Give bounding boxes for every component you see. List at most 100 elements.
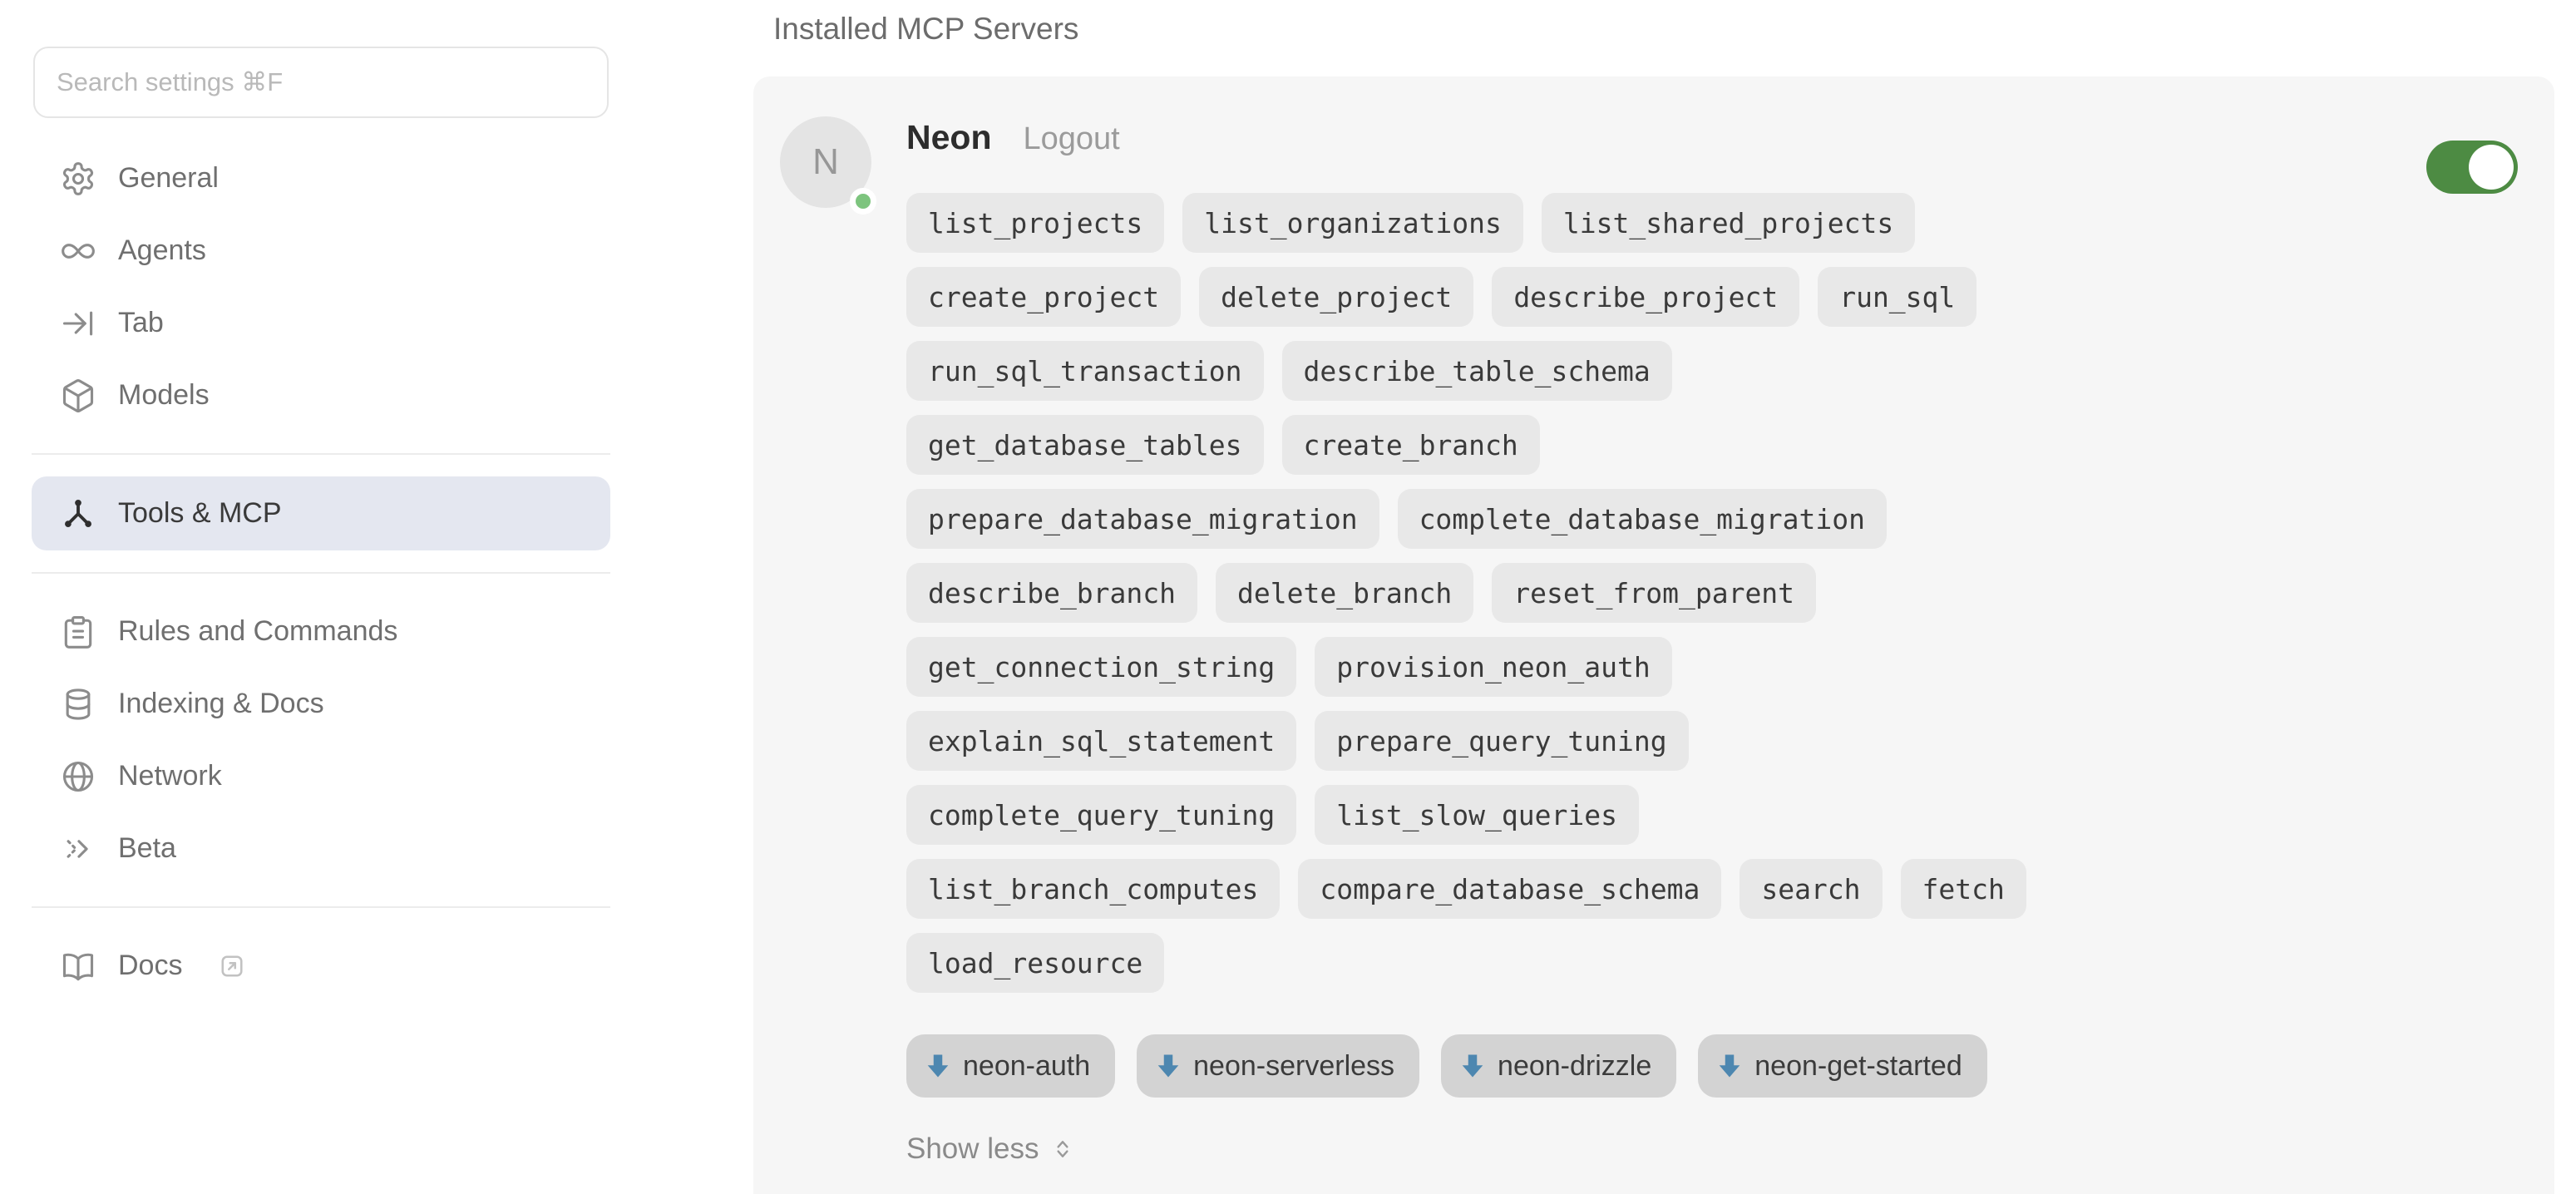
tool-chip-describe_project: describe_project <box>1492 267 1800 327</box>
book-icon <box>60 948 96 984</box>
cube-icon <box>60 377 96 414</box>
sidebar-item-tab[interactable]: Tab <box>32 287 610 359</box>
resource-badge-neon-serverless: neon-serverless <box>1137 1034 1420 1098</box>
tab-arrow-icon <box>60 305 96 342</box>
resource-badge-label: neon-auth <box>963 1049 1091 1082</box>
show-less-button[interactable]: Show less <box>906 1132 1076 1166</box>
arrow-down-icon <box>1462 1054 1483 1078</box>
sidebar-item-agents[interactable]: Agents <box>32 215 610 287</box>
tool-chip-create_branch: create_branch <box>1281 415 1540 475</box>
arrow-down-icon <box>1157 1054 1179 1078</box>
toggle-knob <box>2469 145 2514 190</box>
sidebar-item-label: Docs <box>118 950 183 981</box>
chevrons-up-down-icon <box>1056 1141 1068 1157</box>
sidebar-item-rules-and-commands[interactable]: Rules and Commands <box>32 595 610 668</box>
tool-chip-compare_database_schema: compare_database_schema <box>1298 859 1722 919</box>
sidebar-item-general[interactable]: General <box>32 142 610 215</box>
tool-chip-create_project: create_project <box>906 267 1182 327</box>
sidebar-divider <box>32 572 610 574</box>
logout-link[interactable]: Logout <box>1023 121 1120 156</box>
sidebar-item-label: Network <box>118 760 222 792</box>
tool-chip-run_sql: run_sql <box>1818 267 1977 327</box>
tool-row: create_project delete_project describe_pro… <box>906 267 2270 327</box>
tool-chip-load_resource: load_resource <box>906 933 1165 993</box>
tool-row: get_connection_string provision_neon_auth <box>906 637 2270 697</box>
sidebar-item-label: Beta <box>118 832 176 864</box>
tool-chip-list_shared_projects: list_shared_projects <box>1541 193 1916 253</box>
server-header: Neon Logout <box>906 118 2518 166</box>
resource-badge-label: neon-get-started <box>1754 1049 1962 1082</box>
sidebar-item-label: Agents <box>118 234 206 266</box>
tool-chip-prepare_query_tuning: prepare_query_tuning <box>1315 711 1689 771</box>
arrow-down-icon <box>1719 1054 1740 1078</box>
sidebar-item-label: Models <box>118 379 210 411</box>
sidebar-divider <box>32 906 610 908</box>
resource-badge-label: neon-serverless <box>1193 1049 1395 1082</box>
database-icon <box>60 686 96 723</box>
network-nodes-icon <box>60 496 96 532</box>
online-status-dot <box>850 188 876 215</box>
sidebar-item-label: Rules and Commands <box>118 615 398 647</box>
mcp-server-card-inner: N Neon Logout list_projects list_organiza… <box>753 76 2554 1166</box>
globe-icon <box>60 758 96 795</box>
tools-list: list_projects list_organizations list_shar… <box>906 193 2270 993</box>
tool-chip-run_sql_transaction: run_sql_transaction <box>906 341 1264 401</box>
gear-icon <box>60 160 96 197</box>
sidebar-item-label: Indexing & Docs <box>118 688 324 719</box>
tool-chip-complete_database_migration: complete_database_migration <box>1397 489 1887 549</box>
clipboard-icon <box>60 614 96 650</box>
tool-chip-complete_query_tuning: complete_query_tuning <box>906 785 1297 845</box>
server-content: Neon Logout list_projects list_organizati… <box>906 116 2518 1166</box>
tool-chip-list_organizations: list_organizations <box>1182 193 1523 253</box>
tool-row: explain_sql_statement prepare_query_tunin… <box>906 711 2270 771</box>
tool-chip-reset_from_parent: reset_from_parent <box>1492 563 1817 623</box>
sidebar-item-docs[interactable]: Docs <box>32 930 610 1002</box>
tool-chip-describe_branch: describe_branch <box>906 563 1198 623</box>
tool-chip-prepare_database_migration: prepare_database_migration <box>906 489 1379 549</box>
tool-row: list_projects list_organizations list_shar… <box>906 193 2270 253</box>
tool-row: list_branch_computes compare_database_sch… <box>906 859 2270 919</box>
search-settings-input[interactable] <box>33 47 609 118</box>
tool-row: describe_branch delete_branch reset_from_p… <box>906 563 2270 623</box>
sidebar-item-indexing-docs[interactable]: Indexing & Docs <box>32 668 610 740</box>
double-chevron-icon <box>60 831 96 867</box>
tool-chip-explain_sql_statement: explain_sql_statement <box>906 711 1297 771</box>
external-link-icon <box>217 951 247 981</box>
tool-chip-delete_project: delete_project <box>1199 267 1474 327</box>
tool-chip-delete_branch: delete_branch <box>1216 563 1474 623</box>
arrow-down-icon <box>927 1054 949 1078</box>
resources-list: neon-auth neon-serverless neon-drizzle neon… <box>906 1034 2518 1098</box>
resource-badge-label: neon-drizzle <box>1498 1049 1652 1082</box>
server-enabled-toggle[interactable] <box>2426 141 2518 194</box>
sidebar-item-label: Tab <box>118 307 164 338</box>
server-avatar: N <box>780 116 876 215</box>
sidebar-item-beta[interactable]: Beta <box>32 812 610 885</box>
show-less-label: Show less <box>906 1132 1039 1165</box>
tool-chip-list_branch_computes: list_branch_computes <box>906 859 1281 919</box>
server-name: Neon <box>906 118 992 156</box>
tool-chip-get_database_tables: get_database_tables <box>906 415 1264 475</box>
sidebar-item-network[interactable]: Network <box>32 740 610 812</box>
mcp-server-card: N Neon Logout list_projects list_organiza… <box>753 76 2554 1194</box>
tool-chip-list_slow_queries: list_slow_queries <box>1315 785 1639 845</box>
resource-badge-neon-auth: neon-auth <box>906 1034 1116 1098</box>
tool-row: complete_query_tuning list_slow_queries <box>906 785 2270 845</box>
sidebar-item-tools-mcp[interactable]: Tools & MCP <box>32 476 610 550</box>
sidebar-item-label: Tools & MCP <box>118 497 282 529</box>
sidebar-divider <box>32 453 610 455</box>
tool-chip-describe_table_schema: describe_table_schema <box>1281 341 1672 401</box>
resource-badge-neon-drizzle: neon-drizzle <box>1441 1034 1677 1098</box>
sidebar-item-models[interactable]: Models <box>32 359 610 432</box>
tool-chip-provision_neon_auth: provision_neon_auth <box>1315 637 1672 697</box>
sidebar-item-label: General <box>118 162 219 194</box>
tool-chip-get_connection_string: get_connection_string <box>906 637 1297 697</box>
resource-badge-neon-get-started: neon-get-started <box>1698 1034 1987 1098</box>
tool-row: get_database_tables create_branch <box>906 415 2270 475</box>
tool-chip-search: search <box>1740 859 1883 919</box>
tool-row: run_sql_transaction describe_table_schema <box>906 341 2270 401</box>
tool-row: prepare_database_migration complete_datab… <box>906 489 2270 549</box>
tool-chip-list_projects: list_projects <box>906 193 1165 253</box>
tool-chip-fetch: fetch <box>1900 859 2026 919</box>
